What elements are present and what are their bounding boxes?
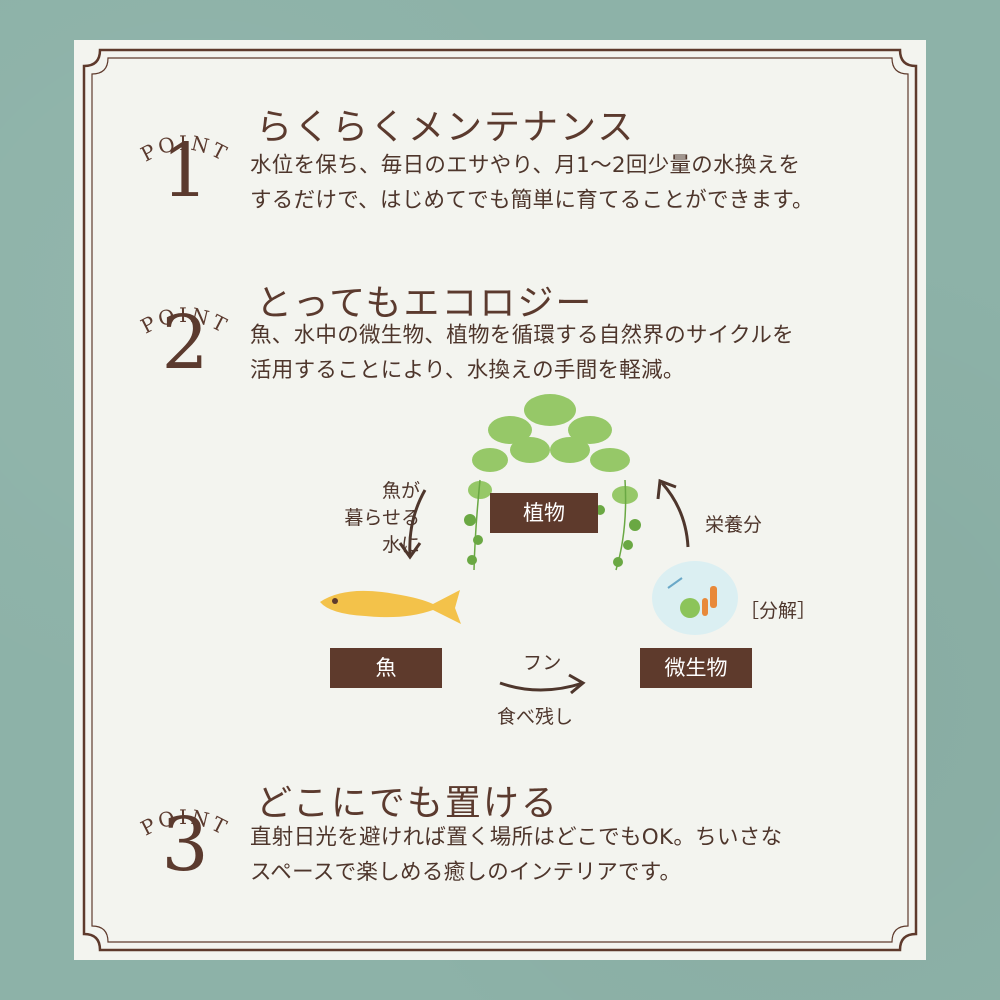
point-heading: どこにでも置ける — [256, 783, 559, 824]
point-heading: らくらくメンテナンス — [256, 107, 636, 148]
microbe-illustration — [652, 561, 738, 635]
point-body: 魚、水中の微生物、植物を循環する自然界のサイクルを 活用することにより、水換えの… — [250, 323, 794, 383]
arrow-up-icon — [656, 478, 690, 548]
point-body: 水位を保ち、毎日のエサやり、月1〜2回少量の水換えを するだけで、はじめてでも簡… — [250, 153, 814, 213]
point-number: 1 — [161, 128, 209, 214]
fish-illustration — [320, 590, 461, 624]
point-badge-arc: POINT — [137, 805, 230, 840]
arrow-down-icon — [398, 489, 427, 560]
waste-note-bottom: 食べ残し — [497, 706, 574, 728]
decompose-note: ［分解］ — [740, 600, 817, 622]
plant-label: 植物 — [490, 493, 598, 533]
point-badge-arc: POINT — [137, 131, 230, 166]
point-heading: とってもエコロジー — [256, 283, 594, 324]
nutrient-note: 栄養分 — [705, 514, 763, 536]
point-number: 3 — [161, 802, 209, 888]
arrow-right-icon — [499, 673, 586, 695]
plant-illustration — [464, 394, 641, 571]
fish-label: 魚 — [330, 648, 442, 688]
point-badge-arc: POINT — [137, 303, 230, 338]
point-number: 2 — [161, 300, 209, 386]
point-body: 直射日光を避ければ置く場所はどこでもOK。ちいさな スペースで楽しめる癒しのイン… — [250, 825, 783, 885]
ecosystem-cycle-diagram: 植物 魚が 暮らせる 水に 魚 フン 食べ残し ［分解］ 微生物 栄養分 — [300, 390, 840, 740]
waste-note-top: フン — [523, 652, 562, 674]
microbe-label: 微生物 — [640, 648, 752, 688]
